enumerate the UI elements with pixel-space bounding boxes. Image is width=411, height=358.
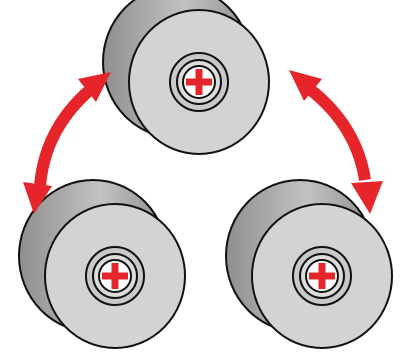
roller-bottom-right [225, 179, 393, 349]
right-double-arrow [289, 70, 383, 214]
left-arrow-shaft [34, 79, 101, 187]
roller-body [225, 179, 393, 349]
roller-bottom-left [18, 179, 186, 349]
left-arrow-head-top [78, 72, 111, 102]
center-cross-icon-vertical [318, 263, 326, 289]
center-cross-icon-vertical [195, 69, 203, 95]
roller-body [18, 179, 186, 349]
left-arrow-head-bottom [23, 182, 52, 214]
left-double-arrow [23, 72, 111, 214]
center-cross-icon-vertical [111, 263, 119, 289]
roller-body [102, 0, 270, 155]
right-arrow-shaft [299, 79, 371, 182]
right-arrow-head-bottom [351, 181, 383, 214]
right-arrow-head-top [289, 70, 322, 101]
roller-top [102, 0, 270, 155]
